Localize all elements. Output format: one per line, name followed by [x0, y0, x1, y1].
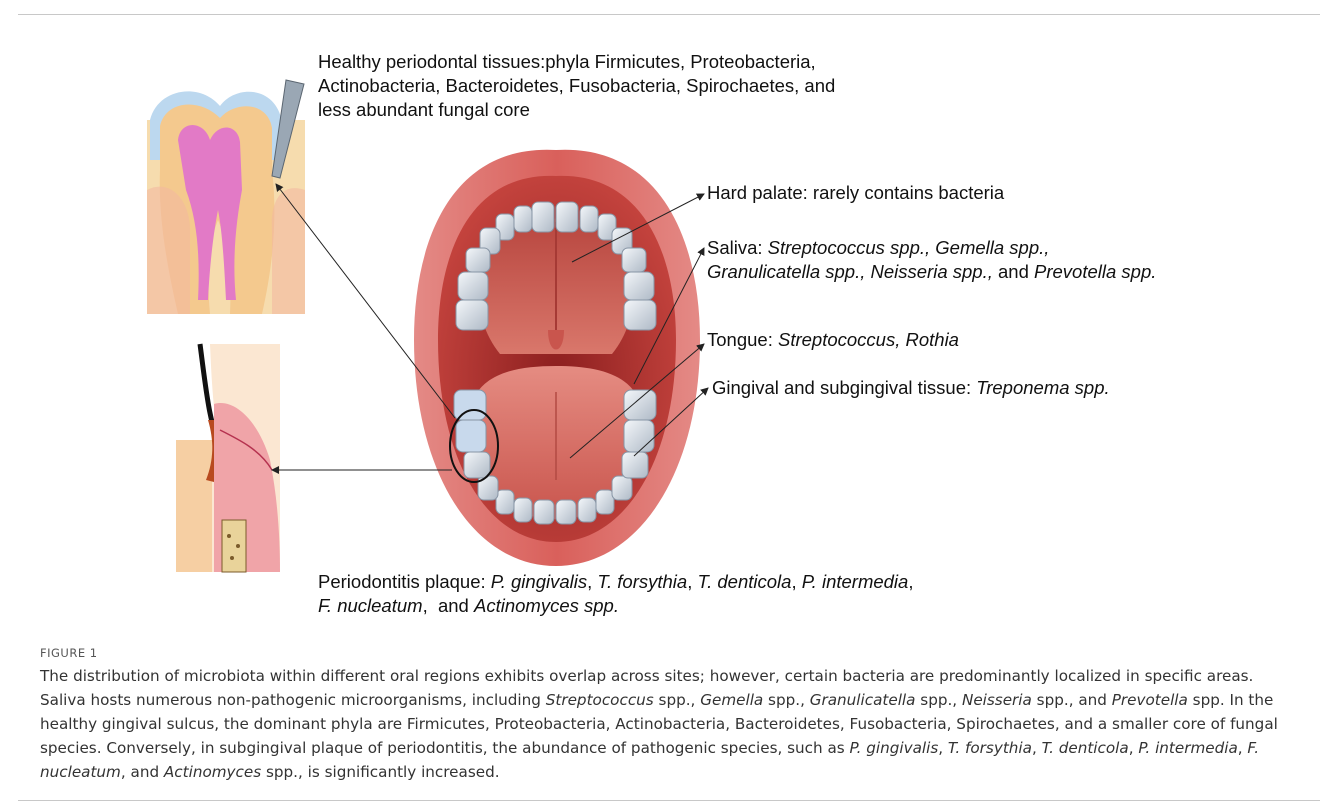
perio-species-2: T. forsythia — [597, 571, 687, 592]
caption-italic: Actinomyces — [164, 763, 261, 781]
alveolar-bone — [222, 520, 246, 572]
caption-text: spp., and — [1032, 691, 1112, 709]
tongue-label: Tongue: Streptococcus, Rothia — [707, 328, 959, 352]
tongue-species: Streptococcus, Rothia — [778, 329, 959, 350]
caption-italic: P. intermedia — [1138, 739, 1237, 757]
perio-species-1: P. gingivalis — [491, 571, 587, 592]
left-gum — [147, 187, 190, 314]
caption-text: , and — [121, 763, 164, 781]
caption-italic: Neisseria — [962, 691, 1032, 709]
open-mouth-illustration — [414, 150, 700, 566]
healthy-tissue-label: Healthy periodontal tissues:phyla Firmic… — [318, 50, 835, 122]
perio-species-6: Actinomyces spp. — [474, 595, 619, 616]
saliva-and: and — [993, 261, 1034, 282]
hard-palate-label: Hard palate: rarely contains bacteria — [707, 181, 1004, 205]
figure-caption: The distribution of microbiota within di… — [40, 664, 1302, 784]
healthy-label-line3: less abundant fungal core — [318, 98, 835, 122]
caption-text: spp., — [654, 691, 701, 709]
caption-italic: Streptococcus — [546, 691, 654, 709]
caption-italic: T. denticola — [1042, 739, 1129, 757]
right-gum — [272, 188, 305, 314]
healthy-label-line1: Healthy periodontal tissues:phyla Firmic… — [318, 50, 835, 74]
gingival-prefix: Gingival and subgingival tissue: — [712, 377, 976, 398]
healthy-tooth-illustration — [147, 80, 305, 314]
saliva-prefix: Saliva: — [707, 237, 768, 258]
periodontitis-label: Periodontitis plaque: P. gingivalis, T. … — [318, 570, 913, 618]
gingival-species: Treponema spp. — [976, 377, 1109, 398]
caption-text: , — [1129, 739, 1139, 757]
periodontitis-illustration — [176, 344, 280, 572]
perio-species-5: F. nucleatum — [318, 595, 423, 616]
root-surface — [176, 440, 212, 572]
perio-species-4: P. intermedia — [802, 571, 909, 592]
perio-sep-2: , — [687, 571, 697, 592]
caption-text: spp., is significantly increased. — [261, 763, 499, 781]
gingival-label: Gingival and subgingival tissue: Trepone… — [712, 376, 1110, 400]
caption-italic: Gemella — [700, 691, 763, 709]
perio-sep-3: , — [791, 571, 801, 592]
saliva-species-2: Granulicatella spp., Neisseria spp., — [707, 261, 993, 282]
caption-text: , — [938, 739, 948, 757]
perio-sep-1: , — [587, 571, 597, 592]
figure-number: FIGURE 1 — [40, 646, 98, 660]
caption-italic: T. forsythia — [948, 739, 1032, 757]
saliva-label: Saliva: Streptococcus spp., Gemella spp.… — [707, 236, 1156, 284]
perio-sep-4: , — [908, 571, 913, 592]
caption-italic: P. gingivalis — [850, 739, 939, 757]
saliva-species-1: Streptococcus spp., Gemella spp., — [768, 237, 1050, 258]
caption-text: , — [1238, 739, 1248, 757]
perio-prefix: Periodontitis plaque: — [318, 571, 491, 592]
healthy-label-line2: Actinobacteria, Bacteroidetes, Fusobacte… — [318, 74, 835, 98]
perio-sep-5: , and — [423, 595, 474, 616]
saliva-species-3: Prevotella spp. — [1034, 261, 1156, 282]
perio-species-3: T. denticola — [698, 571, 792, 592]
tongue-prefix: Tongue: — [707, 329, 778, 350]
caption-text: spp., — [763, 691, 810, 709]
caption-italic: Granulicatella — [810, 691, 916, 709]
caption-italic: Prevotella — [1112, 691, 1188, 709]
caption-text: , — [1032, 739, 1042, 757]
caption-text: spp., — [915, 691, 962, 709]
